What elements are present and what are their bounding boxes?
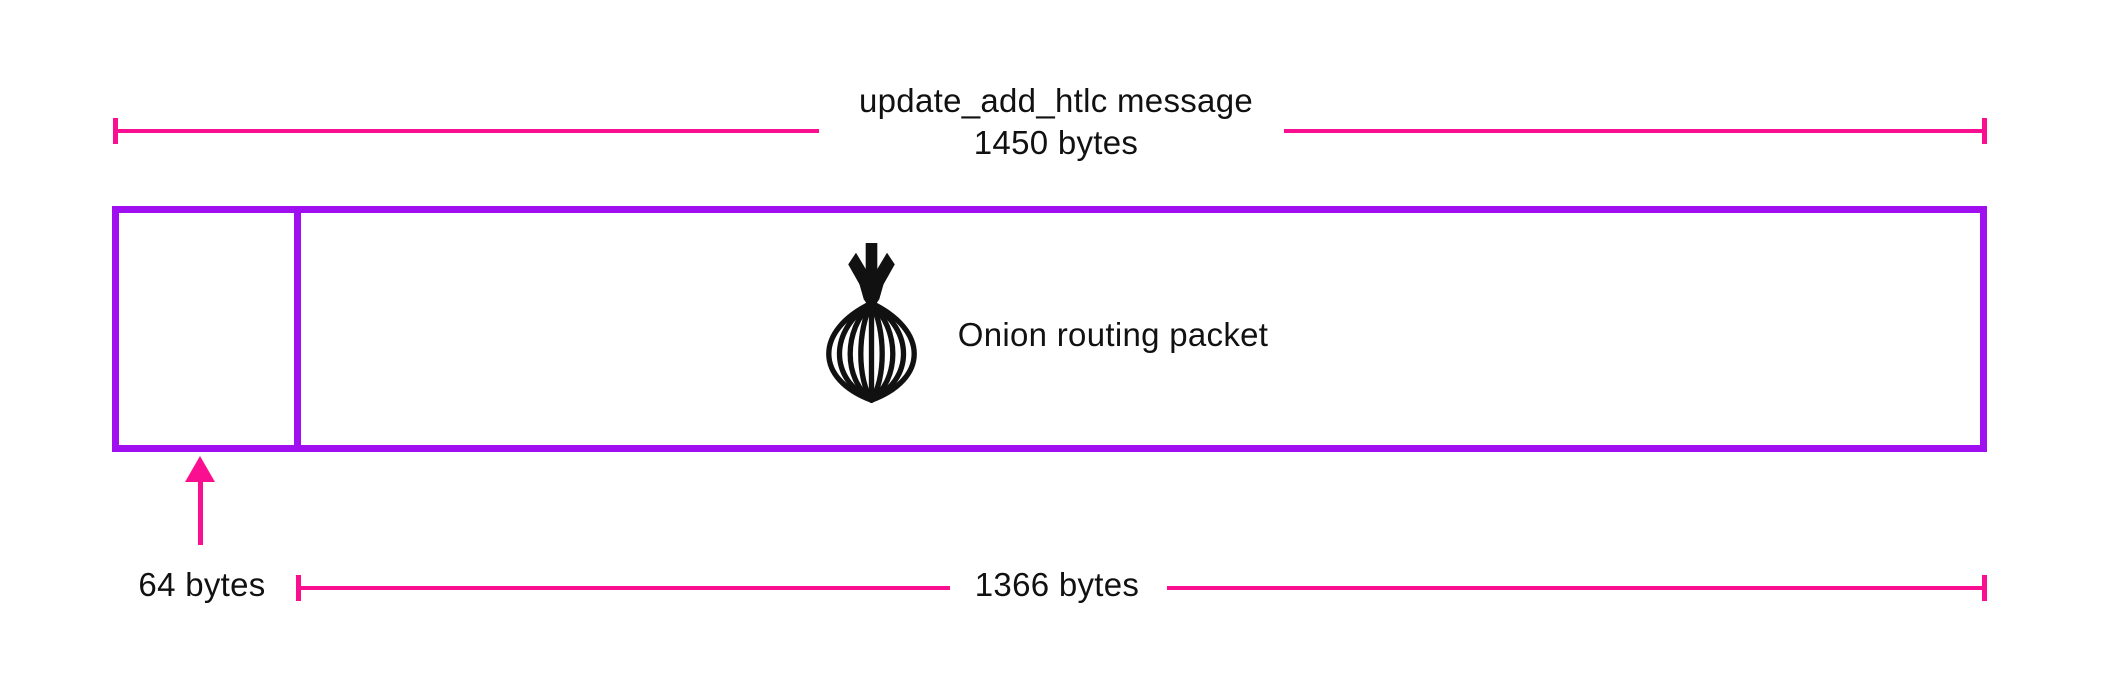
message-size-text: 1450 bytes (973, 124, 1139, 161)
top-dimension-line-right-segment (1284, 129, 1985, 133)
onion-icon (823, 242, 920, 406)
message-title: update_add_htlc message 1450 bytes (859, 80, 1253, 164)
up-arrow-icon (185, 456, 215, 482)
up-arrow-shaft (198, 479, 203, 545)
onion-field-size-label: 1366 bytes (974, 566, 1140, 603)
bottom-dimension-tick-right (1982, 575, 1987, 601)
top-dimension-tick-right (1982, 118, 1987, 144)
packet-box: Onion routing packet (112, 206, 1987, 452)
bottom-dimension-line-right-segment (1167, 586, 1985, 590)
small-field (119, 213, 301, 445)
bottom-dimension-line-left-segment (298, 586, 950, 590)
message-title-text: update_add_htlc message (858, 82, 1254, 119)
onion-routing-packet-field: Onion routing packet (301, 213, 1980, 445)
onion-field-label: Onion routing packet (957, 316, 1269, 353)
top-dimension-line-left-segment (115, 129, 819, 133)
small-field-size-label: 64 bytes (138, 566, 266, 603)
